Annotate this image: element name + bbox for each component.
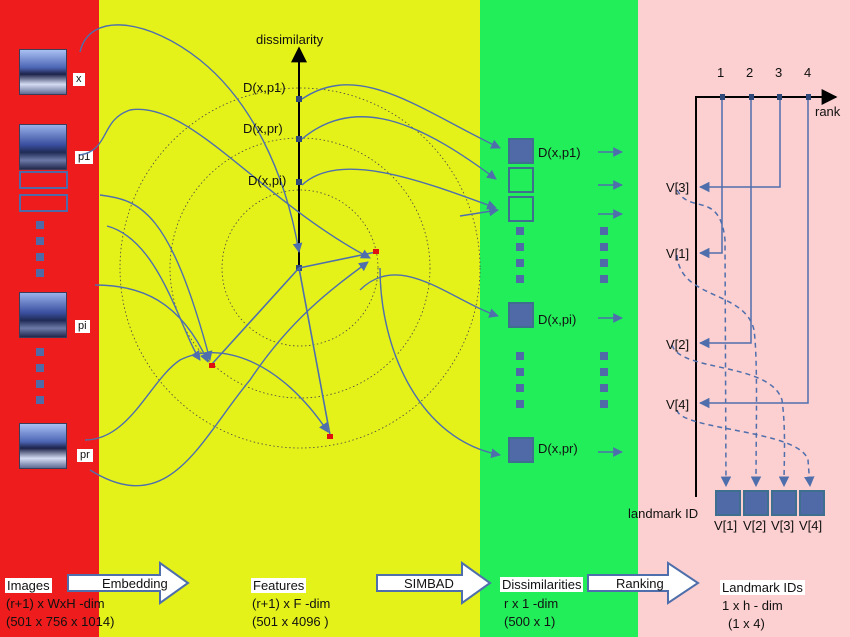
landmark-box-v3 bbox=[771, 490, 797, 516]
image-placeholder bbox=[19, 194, 68, 212]
embedding-arrows bbox=[79, 24, 371, 487]
embedding-label: Embedding bbox=[102, 576, 168, 591]
landmark-ids-dim-2: (1 x 4) bbox=[728, 616, 765, 631]
landmark-box-label-v3: V[3] bbox=[771, 518, 795, 533]
landmark-id-v3: V[3] bbox=[666, 180, 690, 195]
image-tag-pi: pi bbox=[75, 320, 90, 333]
ellipsis-dots bbox=[36, 221, 44, 285]
features-panel bbox=[99, 0, 480, 637]
dissimilarity-label-pr: D(x,pr) bbox=[538, 441, 578, 456]
image-tag-x: x bbox=[73, 73, 85, 86]
rank-label-1: 1 bbox=[717, 65, 725, 80]
ranking-panel bbox=[638, 0, 850, 637]
id-to-landmark-arrows bbox=[671, 189, 815, 488]
axis-tick-label-pr: D(x,pr) bbox=[243, 121, 283, 136]
images-title: Images bbox=[5, 578, 52, 593]
axis-tick-label-p1: D(x,p1) bbox=[243, 80, 286, 95]
rank-label-4: 4 bbox=[804, 65, 812, 80]
dissimilarity-axis-label: dissimilarity bbox=[256, 32, 324, 47]
image-tag-pr: pr bbox=[77, 449, 93, 462]
dissimilarity-box-filled bbox=[508, 437, 534, 463]
feature-vectors bbox=[211, 251, 377, 436]
query-image-x bbox=[19, 49, 67, 95]
dissimilarity-box-empty bbox=[508, 167, 534, 193]
ellipsis-dots bbox=[516, 352, 524, 416]
rank-axis-label: rank bbox=[815, 104, 841, 119]
images-dim-1: (r+1) x WxH -dim bbox=[6, 596, 105, 611]
ellipsis-dots bbox=[600, 352, 608, 416]
image-tag-p1: p1 bbox=[75, 151, 94, 164]
ranking-label: Ranking bbox=[616, 576, 664, 591]
ellipsis-dots bbox=[600, 227, 608, 291]
axis-tick-label-pi: D(x,pi) bbox=[248, 173, 287, 188]
features-dim-1: (r+1) x F -dim bbox=[252, 596, 331, 611]
landmark-box-label-v1: V[1] bbox=[714, 518, 738, 533]
dissimilarities-dim-2: (500 x 1) bbox=[504, 614, 556, 629]
output-arrows bbox=[598, 147, 623, 457]
image-placeholder bbox=[19, 171, 68, 189]
dissimilarity-box-filled bbox=[508, 302, 534, 328]
ellipsis-dots bbox=[36, 348, 44, 412]
landmark-box-v4 bbox=[799, 490, 825, 516]
landmark-box-label-v2: V[2] bbox=[743, 518, 767, 533]
landmark-id-v2: V[2] bbox=[666, 337, 690, 352]
landmark-box-v1 bbox=[715, 490, 741, 516]
landmark-axis-label: landmark ID bbox=[628, 506, 699, 521]
ellipsis-dots bbox=[516, 227, 524, 291]
landmark-image-pi bbox=[19, 292, 67, 338]
landmark-id-v4: V[4] bbox=[666, 397, 690, 412]
rank-to-id-arrows bbox=[698, 100, 809, 409]
dissimilarity-label-p1: D(x,p1) bbox=[538, 145, 581, 160]
dissimilarities-dim-1: r x 1 -dim bbox=[504, 596, 559, 611]
dissimilarity-label-pi: D(x,pi) bbox=[538, 312, 577, 327]
feature-points bbox=[209, 249, 379, 439]
dissimilarity-arrows bbox=[301, 84, 501, 459]
features-dim-2: (501 x 4096 ) bbox=[252, 614, 329, 629]
landmark-image-pr bbox=[19, 423, 67, 469]
rank-ticks bbox=[720, 94, 811, 100]
features-title: Features bbox=[251, 578, 307, 593]
landmark-box-v2 bbox=[743, 490, 769, 516]
simbad-label: SIMBAD bbox=[404, 576, 454, 591]
landmark-ids-dim-1: 1 x h - dim bbox=[722, 598, 783, 613]
landmark-box-label-v4: V[4] bbox=[799, 518, 823, 533]
landmark-id-v1: V[1] bbox=[666, 246, 690, 261]
dissimilarity-box-filled bbox=[508, 138, 534, 164]
rank-label-2: 2 bbox=[746, 65, 754, 80]
dissimilarity-box-empty bbox=[508, 196, 534, 222]
landmark-ids-title: Landmark IDs bbox=[720, 580, 805, 595]
rank-label-3: 3 bbox=[775, 65, 783, 80]
dissimilarities-title: Dissimilarities bbox=[500, 577, 584, 592]
landmark-image-p1 bbox=[19, 124, 67, 170]
footer-block-arrows bbox=[67, 561, 700, 605]
images-dim-2: (501 x 756 x 1014) bbox=[6, 614, 115, 629]
